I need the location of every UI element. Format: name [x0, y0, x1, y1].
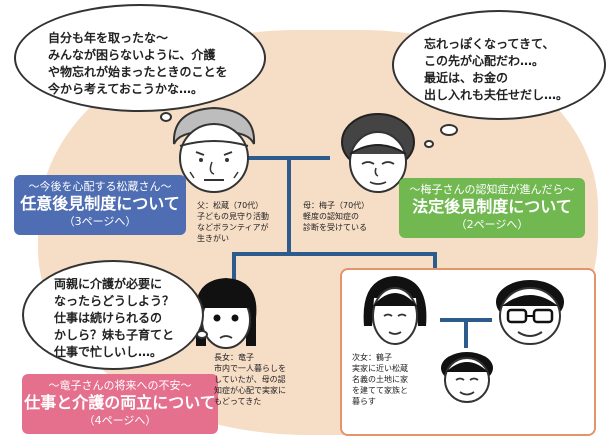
daughter-speech-bubble: 両親に介護が必要に なったらどうしよう？ 仕事は続けられるの かしら？妹も子育て… — [22, 260, 204, 370]
elder-daughter-caption: 長女：竜子 市内で一人暮らしを していたが、母の認 知症が心配で実家に もどって… — [214, 353, 286, 406]
voluntary-page-ref: （3ページへ） — [63, 215, 137, 228]
work-title: 仕事と介護の両立について — [24, 393, 216, 412]
mother-speech-bubble: 忘れっぽくなってきて、 この先が心配だわ…。 最近は、お金の 出し入れも夫任せだ… — [392, 10, 606, 120]
elder-daughter-illustration — [195, 278, 257, 349]
voluntary-subtitle: ～今後を心配する松蔵さん～ — [28, 180, 172, 193]
legal-subtitle: ～梅子さんの認知症が進んだら～ — [409, 183, 575, 196]
legal-page-ref: （2ページへ） — [455, 218, 529, 231]
father-thought-dot — [160, 112, 172, 122]
father-caption: 父：松蔵（70代） 子どもの見守り活動 などボランティアが 生きがい — [197, 201, 269, 243]
mother-thought-dot-large — [440, 124, 458, 136]
younger-daughter-caption: 次女：鶴子 実家に近い松蔵 名義の土地に家 を建てて家族と 暮らす — [352, 353, 408, 406]
tree-line-children — [232, 252, 437, 256]
mother-thought-dot-small — [424, 140, 434, 148]
father-speech-bubble: 自分も年を取ったな～ みんなが困らないように、介護 や物忘れが始まったときのこと… — [14, 4, 266, 112]
tree-line-trunk — [287, 158, 291, 256]
legal-title: 法定後見制度について — [412, 197, 572, 216]
voluntary-guardianship-box[interactable]: ～今後を心配する松蔵さん～ 任意後見制度について （3ページへ） — [14, 175, 186, 235]
father-illustration — [172, 106, 256, 193]
legal-guardianship-box[interactable]: ～梅子さんの認知症が進んだら～ 法定後見制度について （2ページへ） — [399, 178, 585, 238]
voluntary-title: 任意後見制度について — [20, 194, 180, 213]
tree-line-grandchild — [464, 318, 468, 348]
mother-illustration — [341, 113, 415, 193]
daughter-thought-dot — [196, 330, 208, 339]
mother-caption: 母：梅子（70代） 軽度の認知症の 診断を受けている — [303, 201, 370, 232]
tree-line-elder — [232, 252, 236, 280]
husband-illustration — [496, 280, 564, 345]
grandchild-illustration — [441, 352, 493, 403]
work-subtitle: ～竜子さんの将来への不安～ — [48, 379, 192, 392]
younger-daughter-illustration — [363, 276, 427, 345]
work-page-ref: （4ページへ） — [83, 414, 157, 427]
work-care-balance-box[interactable]: ～竜子さんの将来への不安～ 仕事と介護の両立について （4ページへ） — [22, 374, 218, 434]
tree-line-younger — [433, 252, 437, 272]
